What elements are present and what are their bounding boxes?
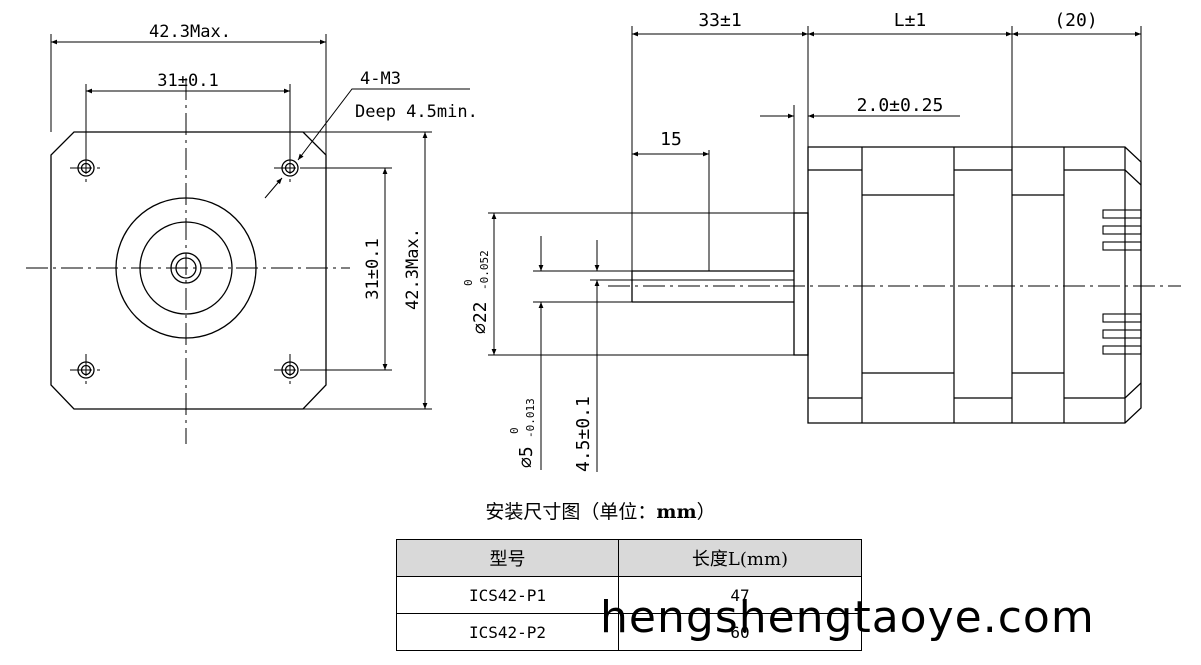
drawing-caption: 安装尺寸图（单位：mm） — [0, 497, 1201, 524]
svg-text:⌀22: ⌀22 — [470, 301, 491, 334]
table-row: ICS42-P1 47 — [396, 576, 862, 614]
mounting-holes — [77, 159, 299, 379]
dim-label-width: 42.3Max. — [149, 22, 231, 42]
svg-text:⌀5: ⌀5 — [516, 446, 537, 468]
dim-label-hole-spacing: 31±0.1 — [157, 71, 218, 91]
svg-text:0: 0 — [508, 427, 521, 434]
table-cell-length: 60 — [618, 613, 862, 651]
svg-text:0: 0 — [462, 279, 475, 286]
front-view — [26, 34, 470, 444]
dim-label-height: 42.3Max. — [403, 228, 423, 310]
table-cell-model: ICS42-P1 — [396, 576, 619, 614]
svg-text:-0.013: -0.013 — [524, 398, 537, 438]
table-header-row: 型号 长度L(mm) — [396, 539, 862, 577]
table-header-length: 长度L(mm) — [618, 539, 862, 577]
thread-depth-label: Deep 4.5min. — [355, 102, 478, 122]
watermark-text: hengshengtaoye.com — [600, 592, 1095, 643]
shaft-outline — [631, 270, 794, 303]
dim-label-tail: (20) — [1054, 10, 1097, 31]
table-cell-model: ICS42-P2 — [396, 613, 619, 651]
svg-text:-0.052: -0.052 — [478, 250, 491, 290]
shaft-diameter-label: ⌀5 0 -0.013 — [508, 398, 537, 468]
boss-diameter-label: ⌀22 0 -0.052 — [462, 250, 491, 334]
motor-body-outline — [807, 146, 1142, 424]
center-lines — [26, 78, 350, 444]
caption-text: 安装尺寸图（单位： — [485, 501, 657, 523]
dim-label-vertical-hole: 31±0.1 — [363, 238, 383, 299]
caption-close: ） — [696, 501, 716, 523]
dim-label-shaft-length: 33±1 — [698, 10, 741, 31]
table-row: ICS42-P2 60 — [396, 613, 862, 651]
dim-label-flat-length: 15 — [660, 129, 682, 150]
model-length-table: 型号 长度L(mm) ICS42-P1 47 ICS42-P2 60 — [396, 539, 862, 651]
dim-label-flat-depth: 4.5±0.1 — [573, 396, 594, 472]
mounting-dimension-drawing: 42.3Max. 31±0.1 4-M3 Deep 4.5min. 31±0.1… — [26, 10, 1181, 472]
table-header-model: 型号 — [396, 539, 619, 577]
caption-unit: mm — [656, 501, 697, 523]
table-cell-length: 47 — [618, 576, 862, 614]
side-view — [488, 26, 1181, 472]
dim-label-boss-height: 2.0±0.25 — [857, 95, 944, 116]
thread-callout-label: 4-M3 — [360, 69, 401, 89]
rear-fins — [1102, 209, 1142, 355]
boss-outline — [793, 212, 809, 356]
dim-label-body-length: L±1 — [894, 10, 927, 31]
thread-leader — [297, 88, 470, 161]
